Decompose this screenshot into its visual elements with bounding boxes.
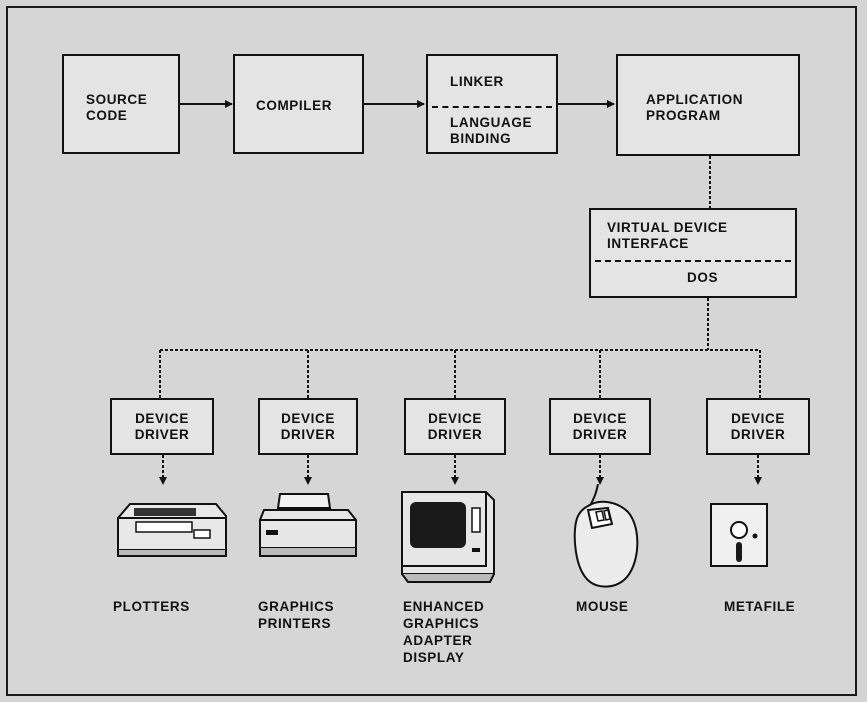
device-label-plotters: PLOTTERS xyxy=(113,598,190,615)
dos-label: DOS xyxy=(591,270,795,286)
language-binding-label: LANGUAGE BINDING xyxy=(428,115,556,147)
vdi-label: VIRTUAL DEVICE INTERFACE xyxy=(591,220,795,252)
vdi-divider xyxy=(595,260,791,262)
compiler-box: COMPILER xyxy=(233,54,364,154)
device-driver-mouse: DEVICE DRIVER xyxy=(549,398,651,455)
linker-divider xyxy=(432,106,552,108)
mouse-icon xyxy=(558,484,644,594)
monitor-icon xyxy=(398,486,498,588)
application-program-label: APPLICATION PROGRAM xyxy=(618,92,798,124)
plotter-icon xyxy=(108,500,230,560)
source-code-box: SOURCE CODE xyxy=(62,54,180,154)
device-driver-printers: DEVICE DRIVER xyxy=(258,398,358,455)
device-driver-plotters: DEVICE DRIVER xyxy=(110,398,214,455)
device-driver-metafile: DEVICE DRIVER xyxy=(706,398,810,455)
device-driver-label: DEVICE DRIVER xyxy=(112,411,212,443)
device-label-metafile: METAFILE xyxy=(724,598,795,615)
device-driver-label: DEVICE DRIVER xyxy=(406,411,504,443)
device-driver-display: DEVICE DRIVER xyxy=(404,398,506,455)
device-driver-label: DEVICE DRIVER xyxy=(708,411,808,443)
floppy-disk-icon xyxy=(709,502,769,568)
application-program-box: APPLICATION PROGRAM xyxy=(616,54,800,156)
linker-binding-box: LINKER LANGUAGE BINDING xyxy=(426,54,558,154)
device-label-ega-display: ENHANCED GRAPHICS ADAPTER DISPLAY xyxy=(403,598,484,666)
vdi-dos-box: VIRTUAL DEVICE INTERFACE DOS xyxy=(589,208,797,298)
device-label-graphics-printers: GRAPHICS PRINTERS xyxy=(258,598,334,632)
linker-label: LINKER xyxy=(428,74,556,90)
device-driver-label: DEVICE DRIVER xyxy=(551,411,649,443)
device-driver-label: DEVICE DRIVER xyxy=(260,411,356,443)
device-label-mouse: MOUSE xyxy=(576,598,629,615)
compiler-label: COMPILER xyxy=(235,98,362,114)
source-code-label: SOURCE CODE xyxy=(64,92,178,124)
printer-icon xyxy=(256,490,360,562)
